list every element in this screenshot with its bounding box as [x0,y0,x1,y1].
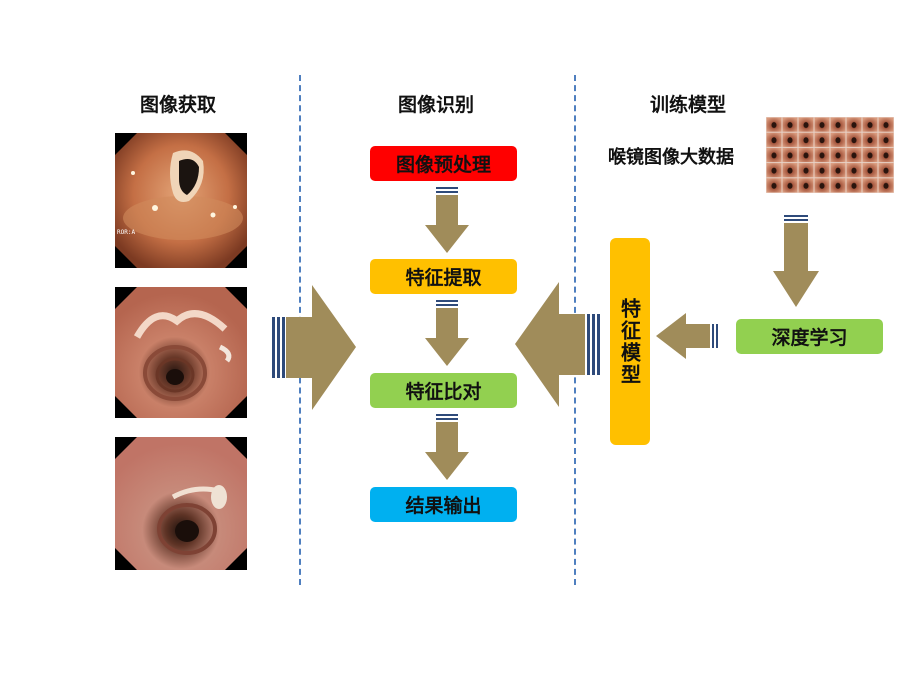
step-feature-extraction: 特征提取 [370,259,517,294]
dataset-to-learning-arrow [773,215,819,307]
endoscopy-image-3 [115,437,247,570]
down-arrow-3 [425,414,469,480]
recognition-title: 图像识别 [398,94,475,116]
acquisition-title: 图像获取 [140,94,217,116]
feature-model-label: 特征模型 [617,297,642,386]
endoscopy-image-1: ROR:A [115,133,247,268]
acquisition-to-recognition-arrow [272,285,356,410]
feature-model-box: 特征模型 [610,238,650,445]
step-result-output: 结果输出 [370,487,517,522]
down-arrow-1 [425,187,469,253]
step-preprocessing: 图像预处理 [370,146,517,181]
dataset-label: 喉镜图像大数据 [608,147,734,168]
deep-learning-box: 深度学习 [736,319,883,354]
step-feature-matching: 特征比对 [370,373,517,408]
learning-to-model-arrow [656,313,718,359]
endoscopy-image-2 [115,287,247,418]
endoscopy-overlay-text: ROR:A [117,229,136,236]
down-arrow-2 [425,300,469,366]
training-title: 训练模型 [650,94,727,116]
dataset-thumbnail-grid [766,117,894,193]
model-to-recognition-arrow [515,282,600,407]
